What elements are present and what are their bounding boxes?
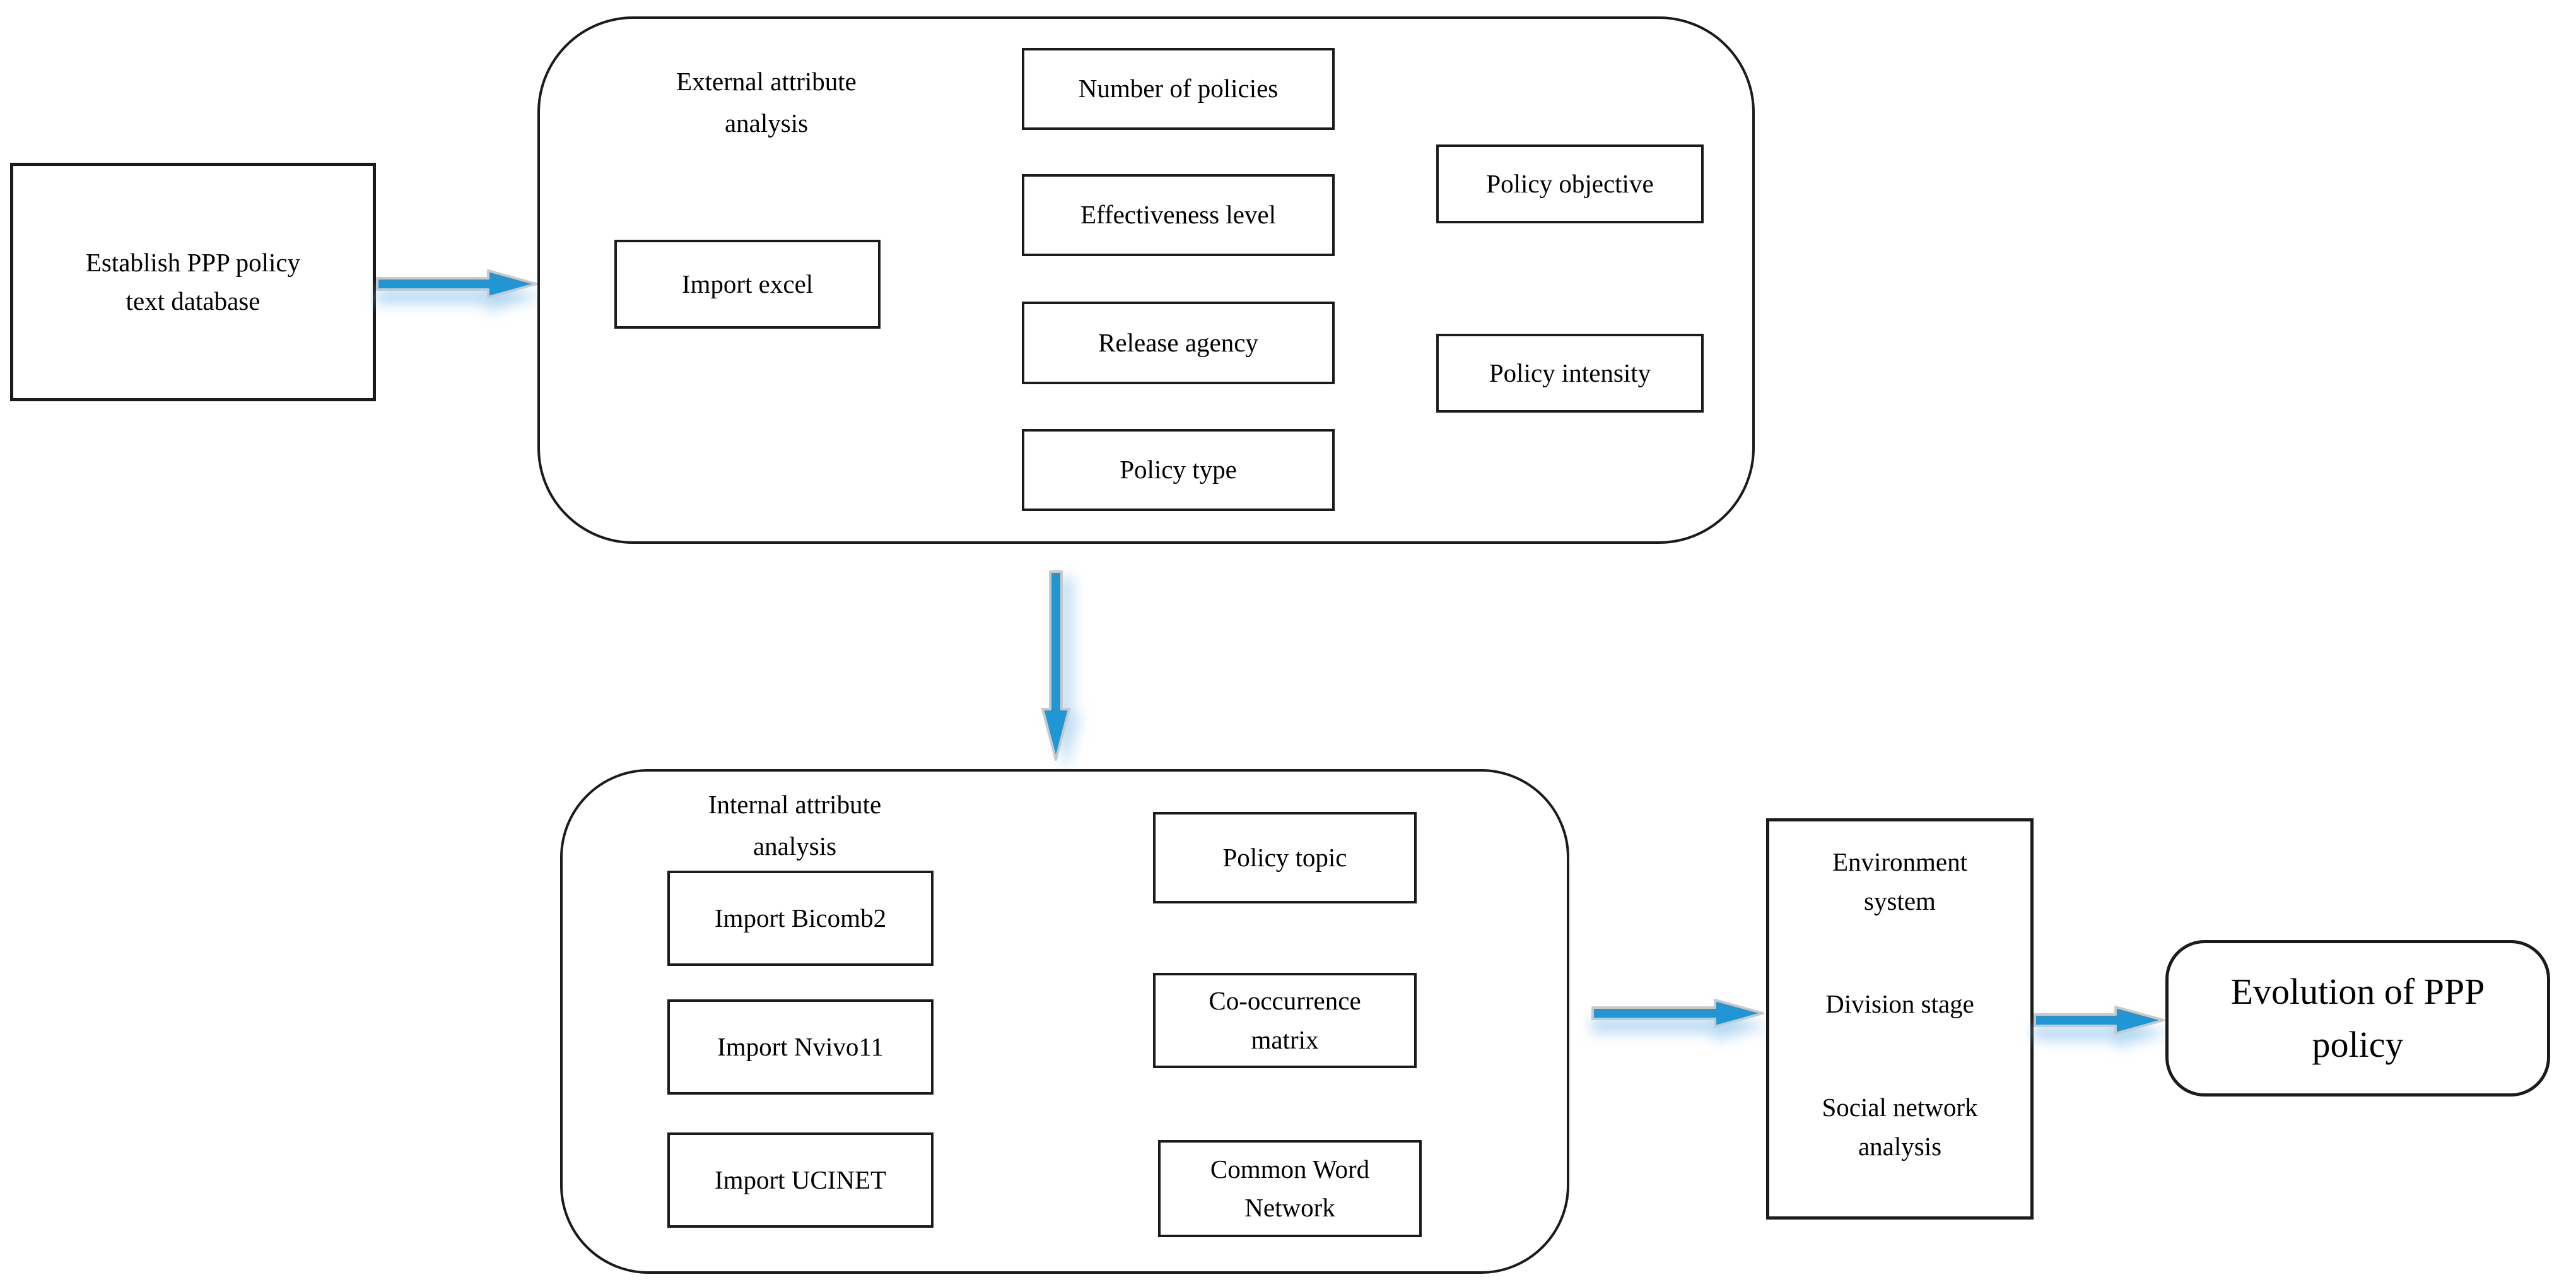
arrow-shape <box>1041 570 1070 761</box>
node-policy-type: Policy type <box>1022 429 1335 511</box>
node-policy-intensity: Policy intensity <box>1436 334 1704 413</box>
node-common-word-network: Common Word Network <box>1158 1140 1422 1237</box>
node-policy-topic: Policy topic <box>1153 812 1417 903</box>
node-number-of-policies: Number of policies <box>1022 48 1335 130</box>
arrow-shape <box>1591 999 1764 1028</box>
node-environment-stage-sna: Environment system Division stage Social… <box>1766 818 2034 1220</box>
arrow-environment-to-evolution <box>2034 1000 2165 1040</box>
arrow-internal-to-environment <box>1591 993 1764 1033</box>
env-label-environment-system: Environment system <box>1832 847 1968 915</box>
node-evolution-of-ppp-policy: Evolution of PPP policy <box>2165 940 2550 1097</box>
node-establish-ppp-policy-text-database: Establish PPP policy text database <box>10 163 376 401</box>
env-label-social-network-analysis: Social network analysis <box>1822 1093 1978 1161</box>
arrow-shape <box>376 269 537 298</box>
node-effectiveness-level: Effectiveness level <box>1022 174 1335 256</box>
node-co-occurrence-matrix: Co-occurrence matrix <box>1153 973 1417 1068</box>
group-title-external-attribute-analysis: External attribute analysis <box>676 67 857 138</box>
arrow-shape <box>2034 1006 2165 1035</box>
env-label-division-stage: Division stage <box>1825 989 1974 1019</box>
group-title-internal-attribute-analysis: Internal attribute analysis <box>708 790 882 861</box>
node-policy-objective: Policy objective <box>1436 144 1704 223</box>
arrow-establish-to-external <box>376 264 537 304</box>
node-release-agency: Release agency <box>1022 302 1335 384</box>
node-import-ucinet: Import UCINET <box>667 1132 934 1228</box>
node-import-nvivo11: Import Nvivo11 <box>667 999 934 1095</box>
node-import-excel: Import excel <box>614 240 881 329</box>
node-import-bicomb2: Import Bicomb2 <box>667 871 934 966</box>
arrow-external-to-internal <box>1036 570 1076 761</box>
